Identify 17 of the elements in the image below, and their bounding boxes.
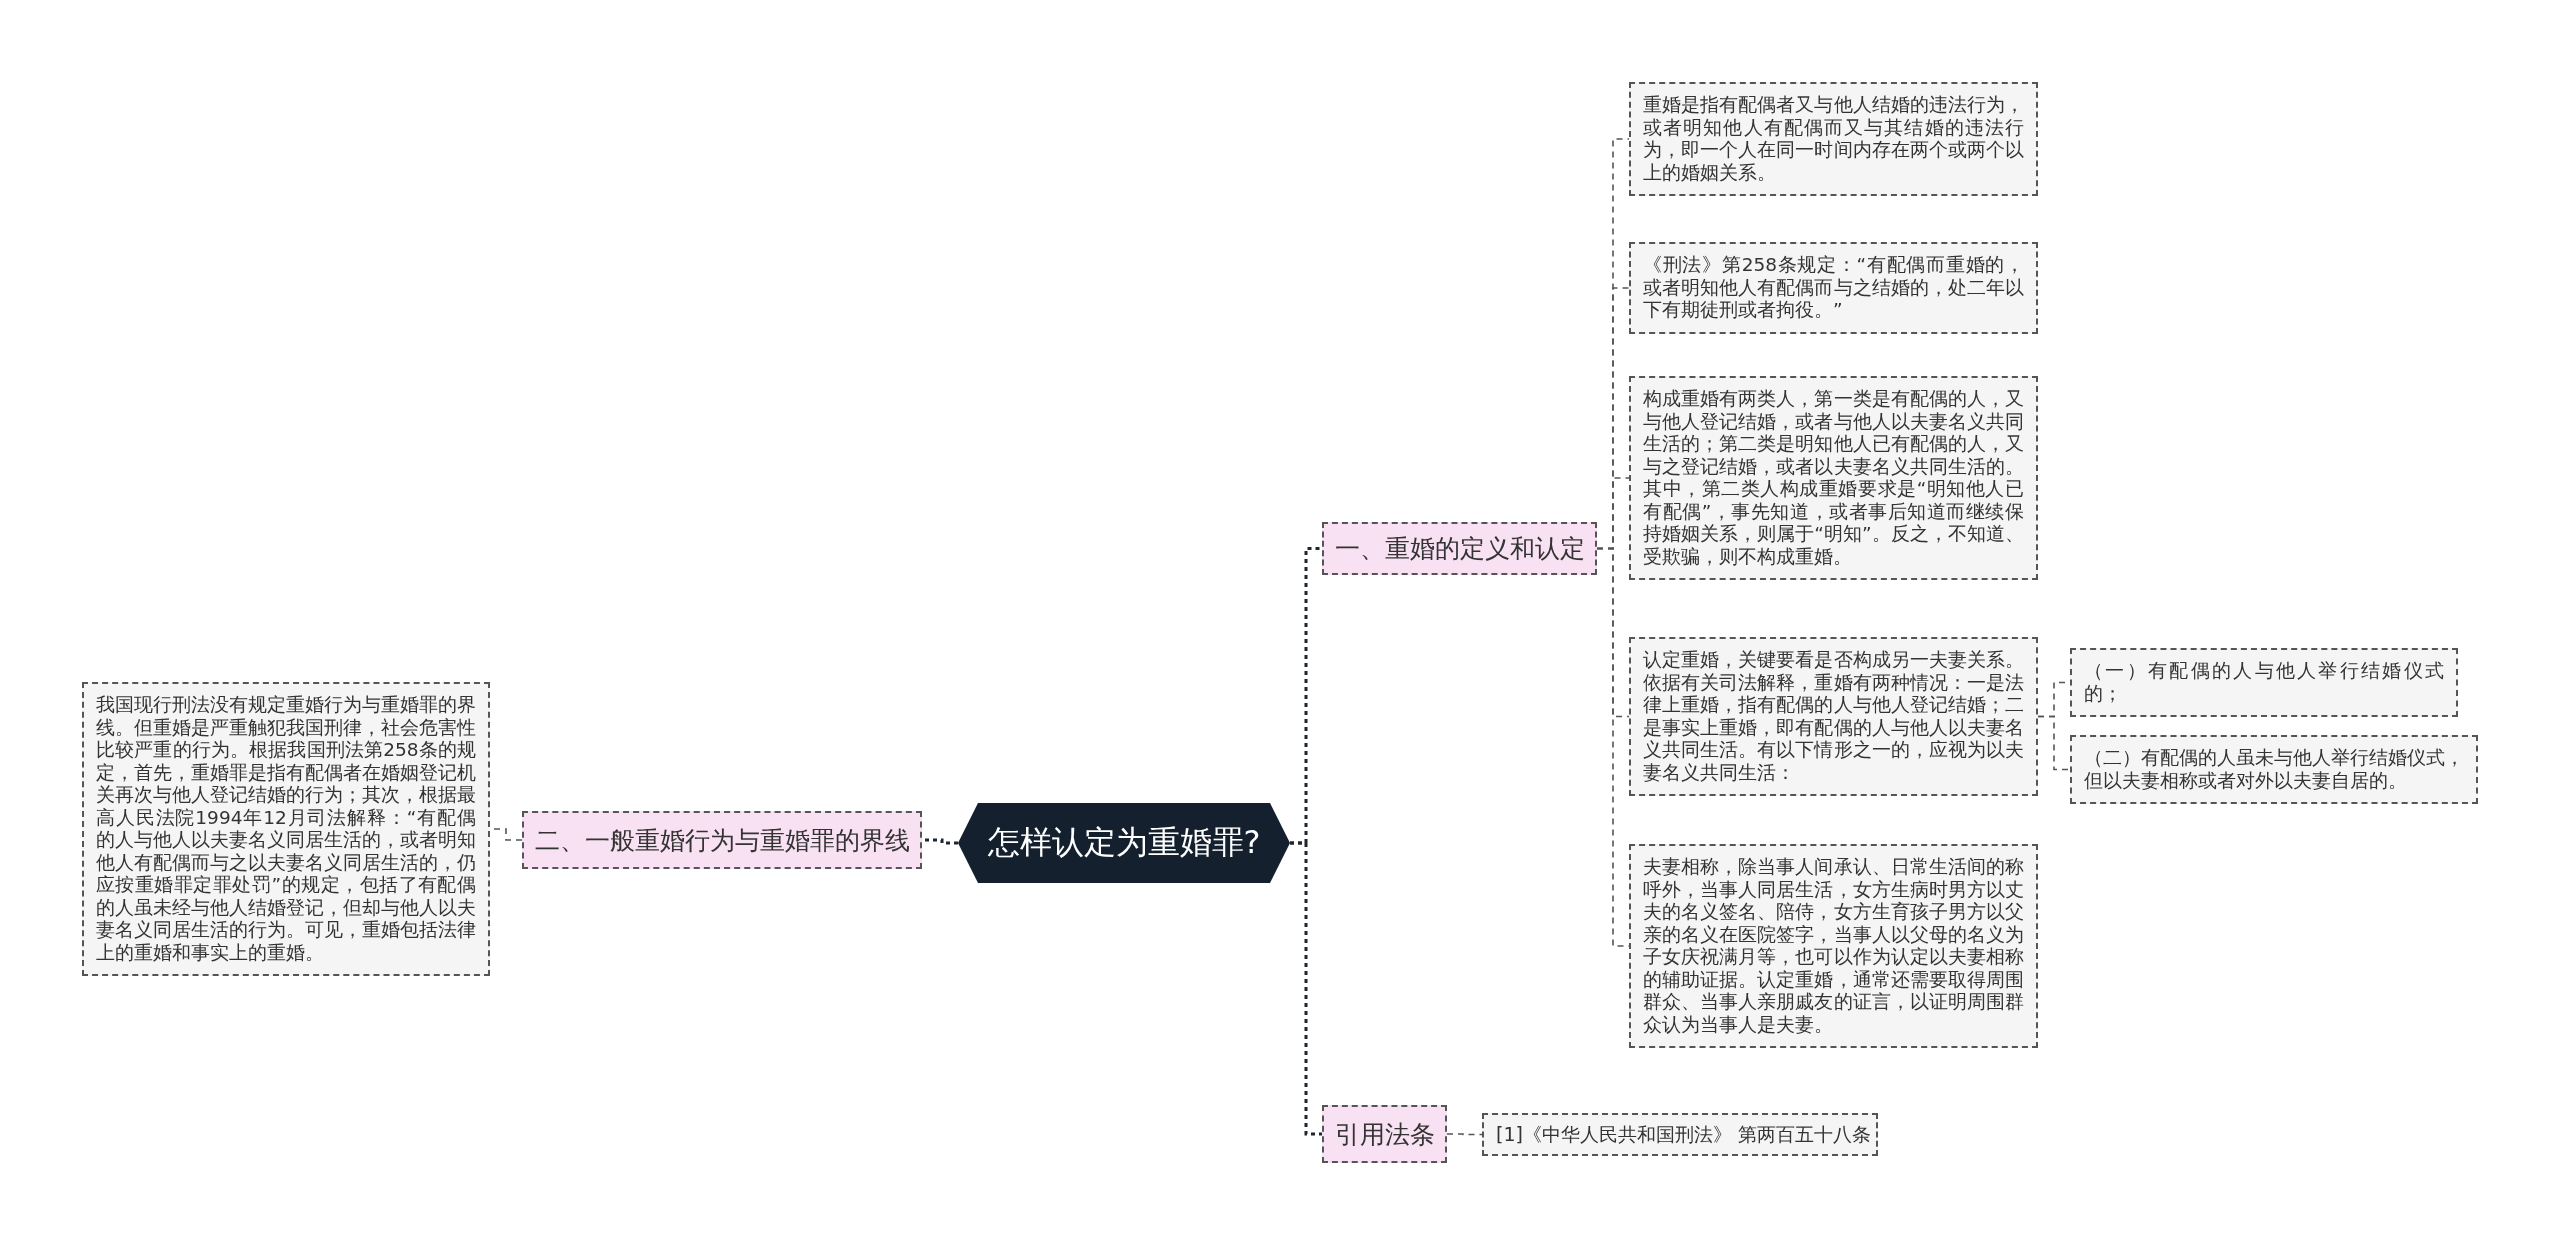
- text-box: 认定重婚，关键要看是否构成另一夫妻关系。依据有关司法解释，重婚有两种情况：一是法律上重婚，指有配偶的人与他人登记结婚；二是事实上重婚，即有配偶的人与他人以夫妻名义共同生活。有以下情形之一的，应视为以夫妻名义共同生活：: [1629, 637, 2038, 796]
- topic-box: 二、一般重婚行为与重婚罪的界线: [522, 811, 922, 869]
- connector: [922, 838, 958, 845]
- text-box: 重婚是指有配偶者又与他人结婚的违法行为，或者明知他人有配偶而又与其结婚的违法行为，即一个人在同一时间内存在两个或两个以上的婚姻关系。: [1629, 82, 2038, 196]
- text-box: 我国现行刑法没有规定重婚行为与重婚罪的界线。但重婚是严重触犯我国刑律，社会危害性比较严重的行为。根据我国刑法第258条的规定，首先，重婚罪是指有配偶者在婚姻登记机关再次与他人登记结婚的行为；其次，根据最高人民法院1994年12月司法解释：“有配偶的人与他人以夫妻名义同居生活的，或者明知他人有配偶而与之以夫妻名义同居生活的，仍应按重婚罪定罪处罚”的规定，包括了有配偶的人虽未经与他人结婚登记，但却与他人以夫妻名义同居生活的行为。可见，重婚包括法律上的重婚和事实上的重婚。: [82, 682, 490, 976]
- topic-hexagon: 怎样认定为重婚罪?: [958, 803, 1290, 883]
- connector: [1446, 1133, 1483, 1136]
- text-box: （二）有配偶的人虽未与他人举行结婚仪式，但以夫妻相称或者对外以夫妻自居的。: [2070, 735, 2478, 804]
- text-box: [1]《中华人民共和国刑法》 第两百五十八条: [1482, 1113, 1878, 1156]
- text-box: 构成重婚有两类人，第一类是有配偶的人，又与他人登记结婚，或者与他人以夫妻名义共同生活的；第二类是明知他人已有配偶的人，又与之登记结婚，或者以夫妻名义共同生活的。其中，第二类人构成重婚要求是“明知他人已有配偶”，事先知道，或者事后知道而继续保持婚姻关系，则属于“明知”。反之，不知道、受欺骗，则不构成重婚。: [1629, 376, 2038, 580]
- text-box: （一）有配偶的人与他人举行结婚仪式的；: [2070, 648, 2458, 717]
- text-box: 《刑法》第258条规定：“有配偶而重婚的，或者明知他人有配偶而与之结婚的，处二年以下有期徒刑或者拘役。”: [1629, 242, 2038, 334]
- topic-box: 一、重婚的定义和认定: [1322, 522, 1597, 575]
- connector: [2037, 715, 2071, 771]
- connector: [1290, 841, 1322, 1136]
- text-box: 夫妻相称，除当事人间承认、日常生活间的称呼外，当事人同居生活，女方生病时男方以丈夫的名义签名、陪侍，女方生育孩子男方以父亲的名义在医院签字，当事人以父母的名义为子女庆祝满月等，也可以作为认定以夫妻相称的辅助证据。认定重婚，通常还需要取得周围群众、当事人亲朋戚友的证言，以证明周围群众认为当事人是夫妻。: [1629, 844, 2038, 1048]
- topic-box: 引用法条: [1322, 1105, 1447, 1163]
